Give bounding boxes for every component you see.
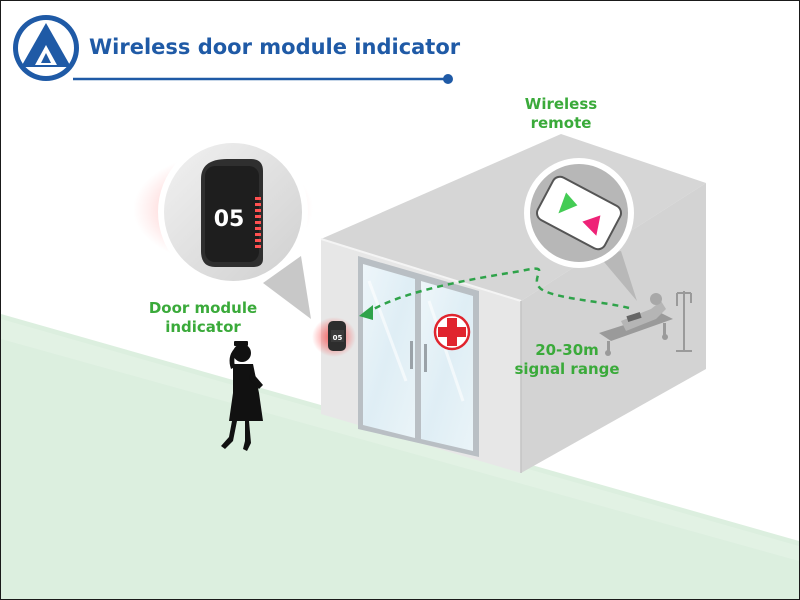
small-indicator-number: 05: [333, 334, 343, 342]
signal-arrowhead: [359, 305, 373, 320]
glass-doors: [358, 256, 479, 457]
logo-icon: [13, 15, 79, 81]
label-door-module: Door module indicator: [148, 299, 258, 336]
nurse-icon: [221, 341, 263, 451]
remote-callout: [524, 158, 637, 301]
signal-path: [366, 267, 630, 315]
led-strip: [255, 197, 261, 248]
door-handle-right: [424, 344, 427, 372]
building-side-wall: [521, 183, 706, 473]
label-signal-range: 20-30m signal range: [514, 341, 620, 378]
door-handle-left: [410, 341, 413, 369]
page-title: Wireless door module indicator: [89, 35, 461, 59]
label-wireless-remote: Wireless remote: [524, 95, 598, 132]
door-indicator-icon: 05: [312, 317, 356, 357]
iv-stand-icon: [676, 291, 692, 352]
roof-edge: [320, 238, 522, 302]
remote-control-icon: [536, 175, 622, 251]
indicator-callout: 05: [133, 137, 313, 319]
floor-band-highlight: [1, 319, 799, 561]
title-underline-dot: [443, 74, 453, 84]
door-right-glass: [421, 281, 473, 451]
medical-cross-icon: [433, 313, 471, 351]
large-indicator-number: 05: [214, 207, 245, 232]
patient-bed-icon: [599, 293, 673, 356]
